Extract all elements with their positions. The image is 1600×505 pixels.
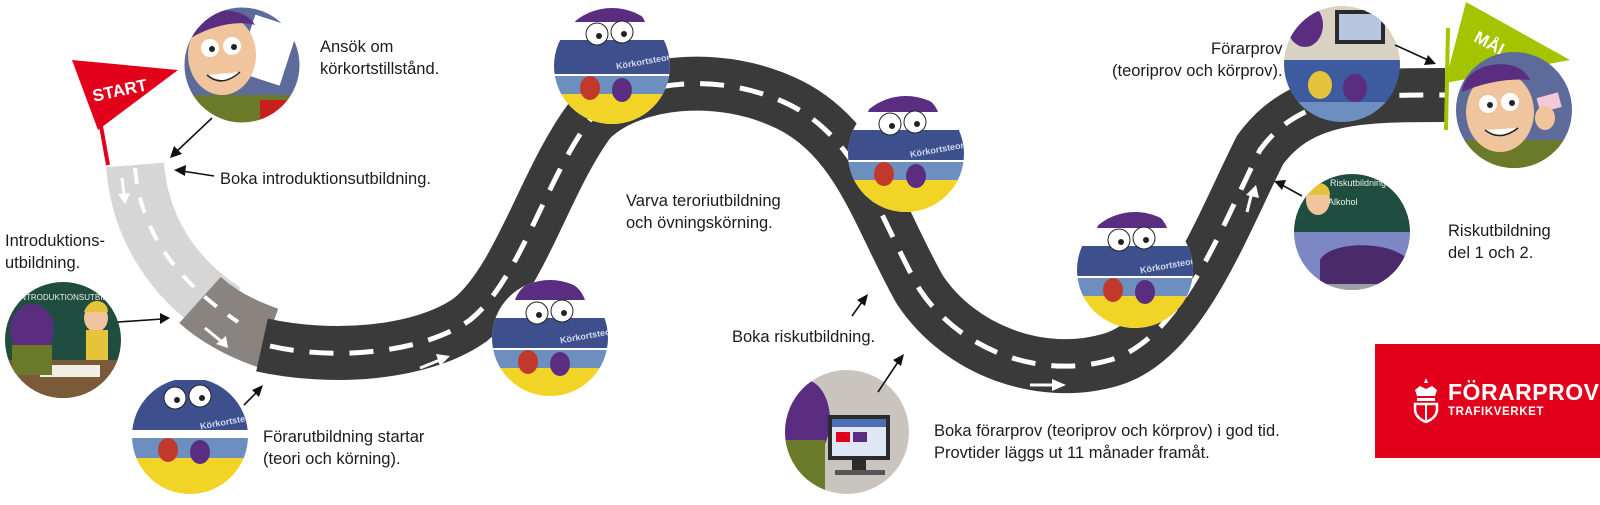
board-text-risk: Riskutbildning: [1330, 178, 1386, 188]
step-training-starts: Förarutbildning startar (teori och körni…: [263, 428, 425, 468]
illustration-theory-book-3: Körkortsteori: [848, 96, 964, 212]
pointer-arrows: [117, 44, 1436, 406]
road: [106, 56, 1446, 394]
arrow-book-risk-icon: [851, 294, 868, 317]
illustration-apply: [183, 6, 301, 124]
road-arrow-icon: [419, 354, 450, 370]
board-text-alcohol: Alkohol: [1328, 197, 1358, 207]
illustration-training-starts: Körkortsteori: [132, 378, 248, 494]
step-driving-test: Förarprov (teoriprov och körprov).: [1112, 40, 1283, 80]
board-text-intro: INTRODUKTIONSUTBILDNING: [18, 293, 133, 302]
arrow-intro-icon: [117, 313, 170, 324]
road-arrow-icon: [204, 326, 228, 348]
road-dashes-intro: [133, 167, 240, 324]
step-book-test: Boka förarprov (teoriprov och körprov) i…: [934, 422, 1280, 462]
arrow-apply-icon: [170, 117, 213, 158]
start-flag: START: [72, 60, 178, 166]
illustration-theory-book-4: Körkortsteori: [1077, 212, 1193, 328]
logo-subtitle: TRAFIKVERKET: [1448, 406, 1545, 418]
illustration-theory-book-2: Körkortsteori: [554, 8, 670, 124]
forarprov-logo: FÖRARPROV TRAFIKVERKET: [1375, 344, 1600, 458]
logo-title: FÖRARPROV: [1448, 379, 1600, 405]
step-apply: Ansök om körkortstillstånd.: [320, 38, 440, 78]
step-intro: Introduktions- utbildning.: [5, 232, 105, 272]
road-arrow-icon: [1245, 185, 1259, 213]
illustration-goal-license: [1456, 52, 1572, 168]
road-arrow-icon: [808, 164, 828, 190]
step-book-intro: Boka introduktionsutbildning.: [220, 170, 431, 188]
step-book-risk: Boka riskutbildning.: [732, 328, 876, 346]
road-main: [256, 56, 1446, 394]
road-arrow-icon: [1030, 379, 1066, 391]
road-direction-arrows: [118, 164, 1259, 391]
road-transition-segment: [179, 276, 279, 368]
road-arrow-icon: [118, 177, 130, 204]
crown-icon: [1413, 378, 1439, 424]
arrow-training-starts-icon: [243, 385, 263, 406]
illustration-risk-training: Riskutbildning Alkohol: [1294, 174, 1410, 290]
step-risk: Riskutbildning del 1 och 2.: [1448, 222, 1551, 262]
arrow-driving-test-icon: [1394, 44, 1436, 65]
step-mix: Varva teroriutbildning och övningskörnin…: [626, 192, 781, 232]
arrow-risk-icon: [1274, 180, 1303, 197]
arrow-book-intro-icon: [174, 165, 215, 177]
illustration-book-test-computer: [785, 370, 909, 494]
arrow-book-test-icon: [877, 354, 904, 393]
illustration-intro-training: INTRODUKTIONSUTBILDNING: [5, 282, 133, 398]
